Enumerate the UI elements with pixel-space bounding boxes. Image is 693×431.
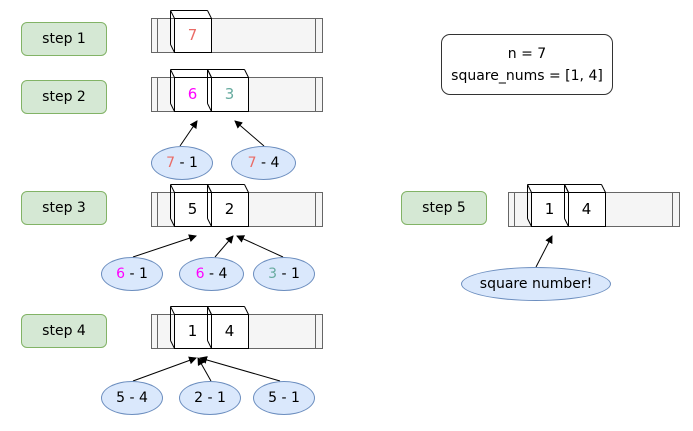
queue-graphic — [151, 184, 323, 227]
queue-graphic — [151, 306, 323, 349]
arrow — [132, 234, 197, 258]
arrow — [236, 235, 284, 258]
queue-cell: 4 — [224, 322, 235, 340]
square-nums-value: square_nums = [1, 4] — [451, 67, 603, 84]
arrow — [179, 120, 198, 147]
bubble-a: 7 — [247, 155, 257, 171]
arrow — [197, 357, 212, 382]
bubble-3-minus-1: 3 - 1 — [253, 257, 315, 291]
n-value: n = 7 — [507, 45, 547, 62]
bubble-6-minus-1: 6 - 1 — [101, 257, 163, 291]
bubble-7-minus-1: 7 - 1 — [151, 146, 213, 180]
bubble-a: 7 — [166, 155, 176, 171]
bubble-a: 5 — [116, 390, 126, 406]
step-5-label: step 5 — [401, 191, 487, 225]
queue-cell: 1 — [544, 200, 555, 218]
bubble-b: 1 — [290, 266, 300, 282]
queue-graphic — [508, 184, 680, 227]
queue-graphic — [151, 10, 323, 53]
arrow — [234, 120, 265, 147]
arrow — [199, 356, 281, 382]
bubble-7-minus-4: 7 - 4 — [231, 146, 296, 180]
step-4-label: step 4 — [21, 314, 107, 348]
bubble-b: 1 — [216, 390, 226, 406]
queue-cell: 6 — [187, 85, 198, 103]
queue-cell: 5 — [187, 200, 198, 218]
step-1-label: step 1 — [21, 22, 107, 56]
bubble-2-minus-1: 2 - 1 — [179, 381, 241, 415]
variables-box: n = 7 square_nums = [1, 4] — [441, 34, 613, 95]
bubble-b: 4 — [270, 155, 280, 171]
bubble-b: 4 — [218, 266, 228, 282]
bubble-a: 3 — [268, 266, 278, 282]
square-number-note: square number! — [461, 267, 611, 301]
queue-cell: 7 — [187, 26, 198, 44]
bubble-5-minus-1: 5 - 1 — [253, 381, 315, 415]
bubble-b: 4 — [138, 390, 148, 406]
bubble-a: 5 — [268, 390, 278, 406]
bubble-a: 6 — [195, 266, 205, 282]
bubble-a: 6 — [116, 266, 126, 282]
bubble-5-minus-4: 5 - 4 — [101, 381, 163, 415]
queue-graphic — [151, 69, 323, 112]
bubble-a: 2 — [194, 390, 204, 406]
step-2-label: step 2 — [21, 80, 107, 114]
queue-cell: 4 — [581, 200, 592, 218]
arrow — [535, 235, 553, 268]
queue-step-1: 7 — [151, 9, 323, 53]
bubble-b: 1 — [138, 266, 148, 282]
arrow — [132, 356, 197, 382]
step-3-label: step 3 — [21, 191, 107, 225]
bubble-b: 1 — [188, 155, 198, 171]
bubble-b: 1 — [290, 390, 300, 406]
queue-cell: 1 — [187, 322, 198, 340]
bubble-6-minus-4: 6 - 4 — [179, 257, 244, 291]
queue-cell: 2 — [224, 200, 235, 218]
queue-cell: 3 — [224, 85, 235, 103]
arrow — [214, 235, 234, 258]
